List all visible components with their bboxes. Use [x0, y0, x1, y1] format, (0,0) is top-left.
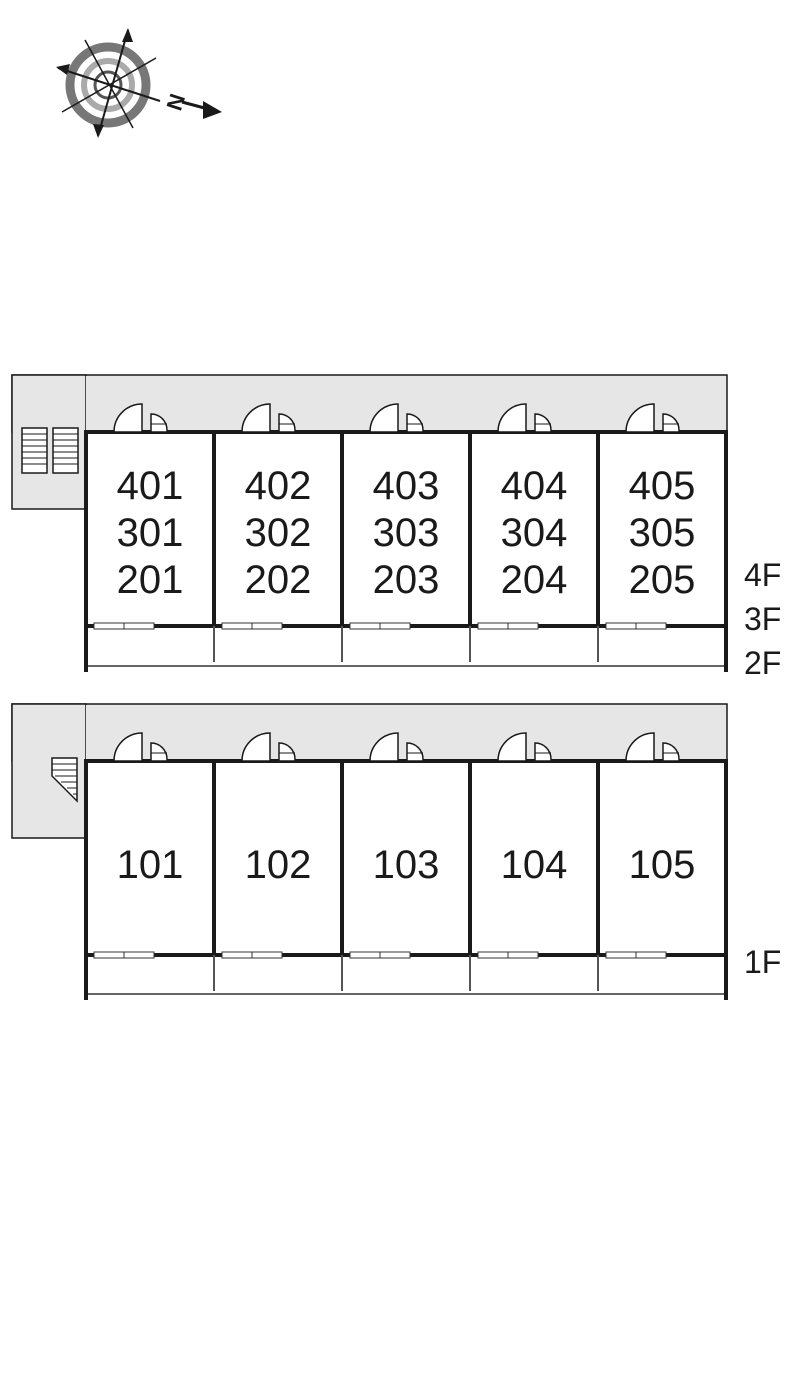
lower-units-outline	[84, 759, 728, 957]
door-icon	[241, 732, 296, 762]
room-203: 203	[373, 558, 440, 602]
room-303: 303	[373, 511, 440, 555]
room-202: 202	[245, 558, 312, 602]
room-105: 105	[629, 843, 696, 887]
upper-balcony	[84, 626, 728, 672]
room-201: 201	[117, 558, 184, 602]
door-icon	[113, 403, 168, 433]
room-101: 101	[117, 843, 184, 887]
door-icon	[625, 732, 680, 762]
room-102: 102	[245, 843, 312, 887]
floor-label-3f: 3F	[744, 601, 781, 637]
room-404: 404	[501, 464, 568, 508]
room-405: 405	[629, 464, 696, 508]
north-arrow-icon	[181, 100, 222, 119]
stairs-icon	[51, 757, 78, 803]
room-401: 401	[117, 464, 184, 508]
window-icon	[221, 622, 283, 630]
window-icon	[477, 622, 539, 630]
window-icon	[477, 951, 539, 959]
room-304: 304	[501, 511, 568, 555]
window-icon	[349, 951, 411, 959]
door-icon	[497, 732, 552, 762]
window-icon	[349, 622, 411, 630]
room-205: 205	[629, 558, 696, 602]
door-icon	[241, 403, 296, 433]
window-icon	[605, 951, 667, 959]
lower-partitions	[212, 761, 600, 955]
lower-stair-landing	[11, 703, 87, 839]
door-icon	[369, 732, 424, 762]
upper-block: 401 301 201 402 302 202 403 303 203 404 …	[11, 374, 781, 681]
window-icon	[605, 622, 667, 630]
lower-room-labels: 101 102 103 104 105	[117, 843, 696, 887]
stairs-icon	[21, 427, 79, 474]
lower-balcony	[84, 955, 728, 1000]
door-icon	[497, 403, 552, 433]
room-103: 103	[373, 843, 440, 887]
room-302: 302	[245, 511, 312, 555]
door-icon	[625, 403, 680, 433]
window-icon	[221, 951, 283, 959]
door-icon	[369, 403, 424, 433]
door-icon	[113, 732, 168, 762]
room-305: 305	[629, 511, 696, 555]
room-402: 402	[245, 464, 312, 508]
north-label: N	[161, 91, 190, 114]
room-204: 204	[501, 558, 568, 602]
room-301: 301	[117, 511, 184, 555]
upper-partitions	[212, 432, 600, 626]
room-403: 403	[373, 464, 440, 508]
compass-icon: N	[56, 28, 222, 138]
floor-label-4f: 4F	[744, 557, 781, 593]
floor-label-1f: 1F	[744, 944, 781, 980]
floor-label-2f: 2F	[744, 645, 781, 681]
window-icon	[93, 951, 155, 959]
upper-room-labels: 401 301 201 402 302 202 403 303 203 404 …	[117, 464, 696, 602]
room-104: 104	[501, 843, 568, 887]
lower-block: 101 102 103 104 105 1F	[11, 703, 781, 1000]
window-icon	[93, 622, 155, 630]
upper-floor-labels: 4F 3F 2F	[744, 557, 781, 681]
